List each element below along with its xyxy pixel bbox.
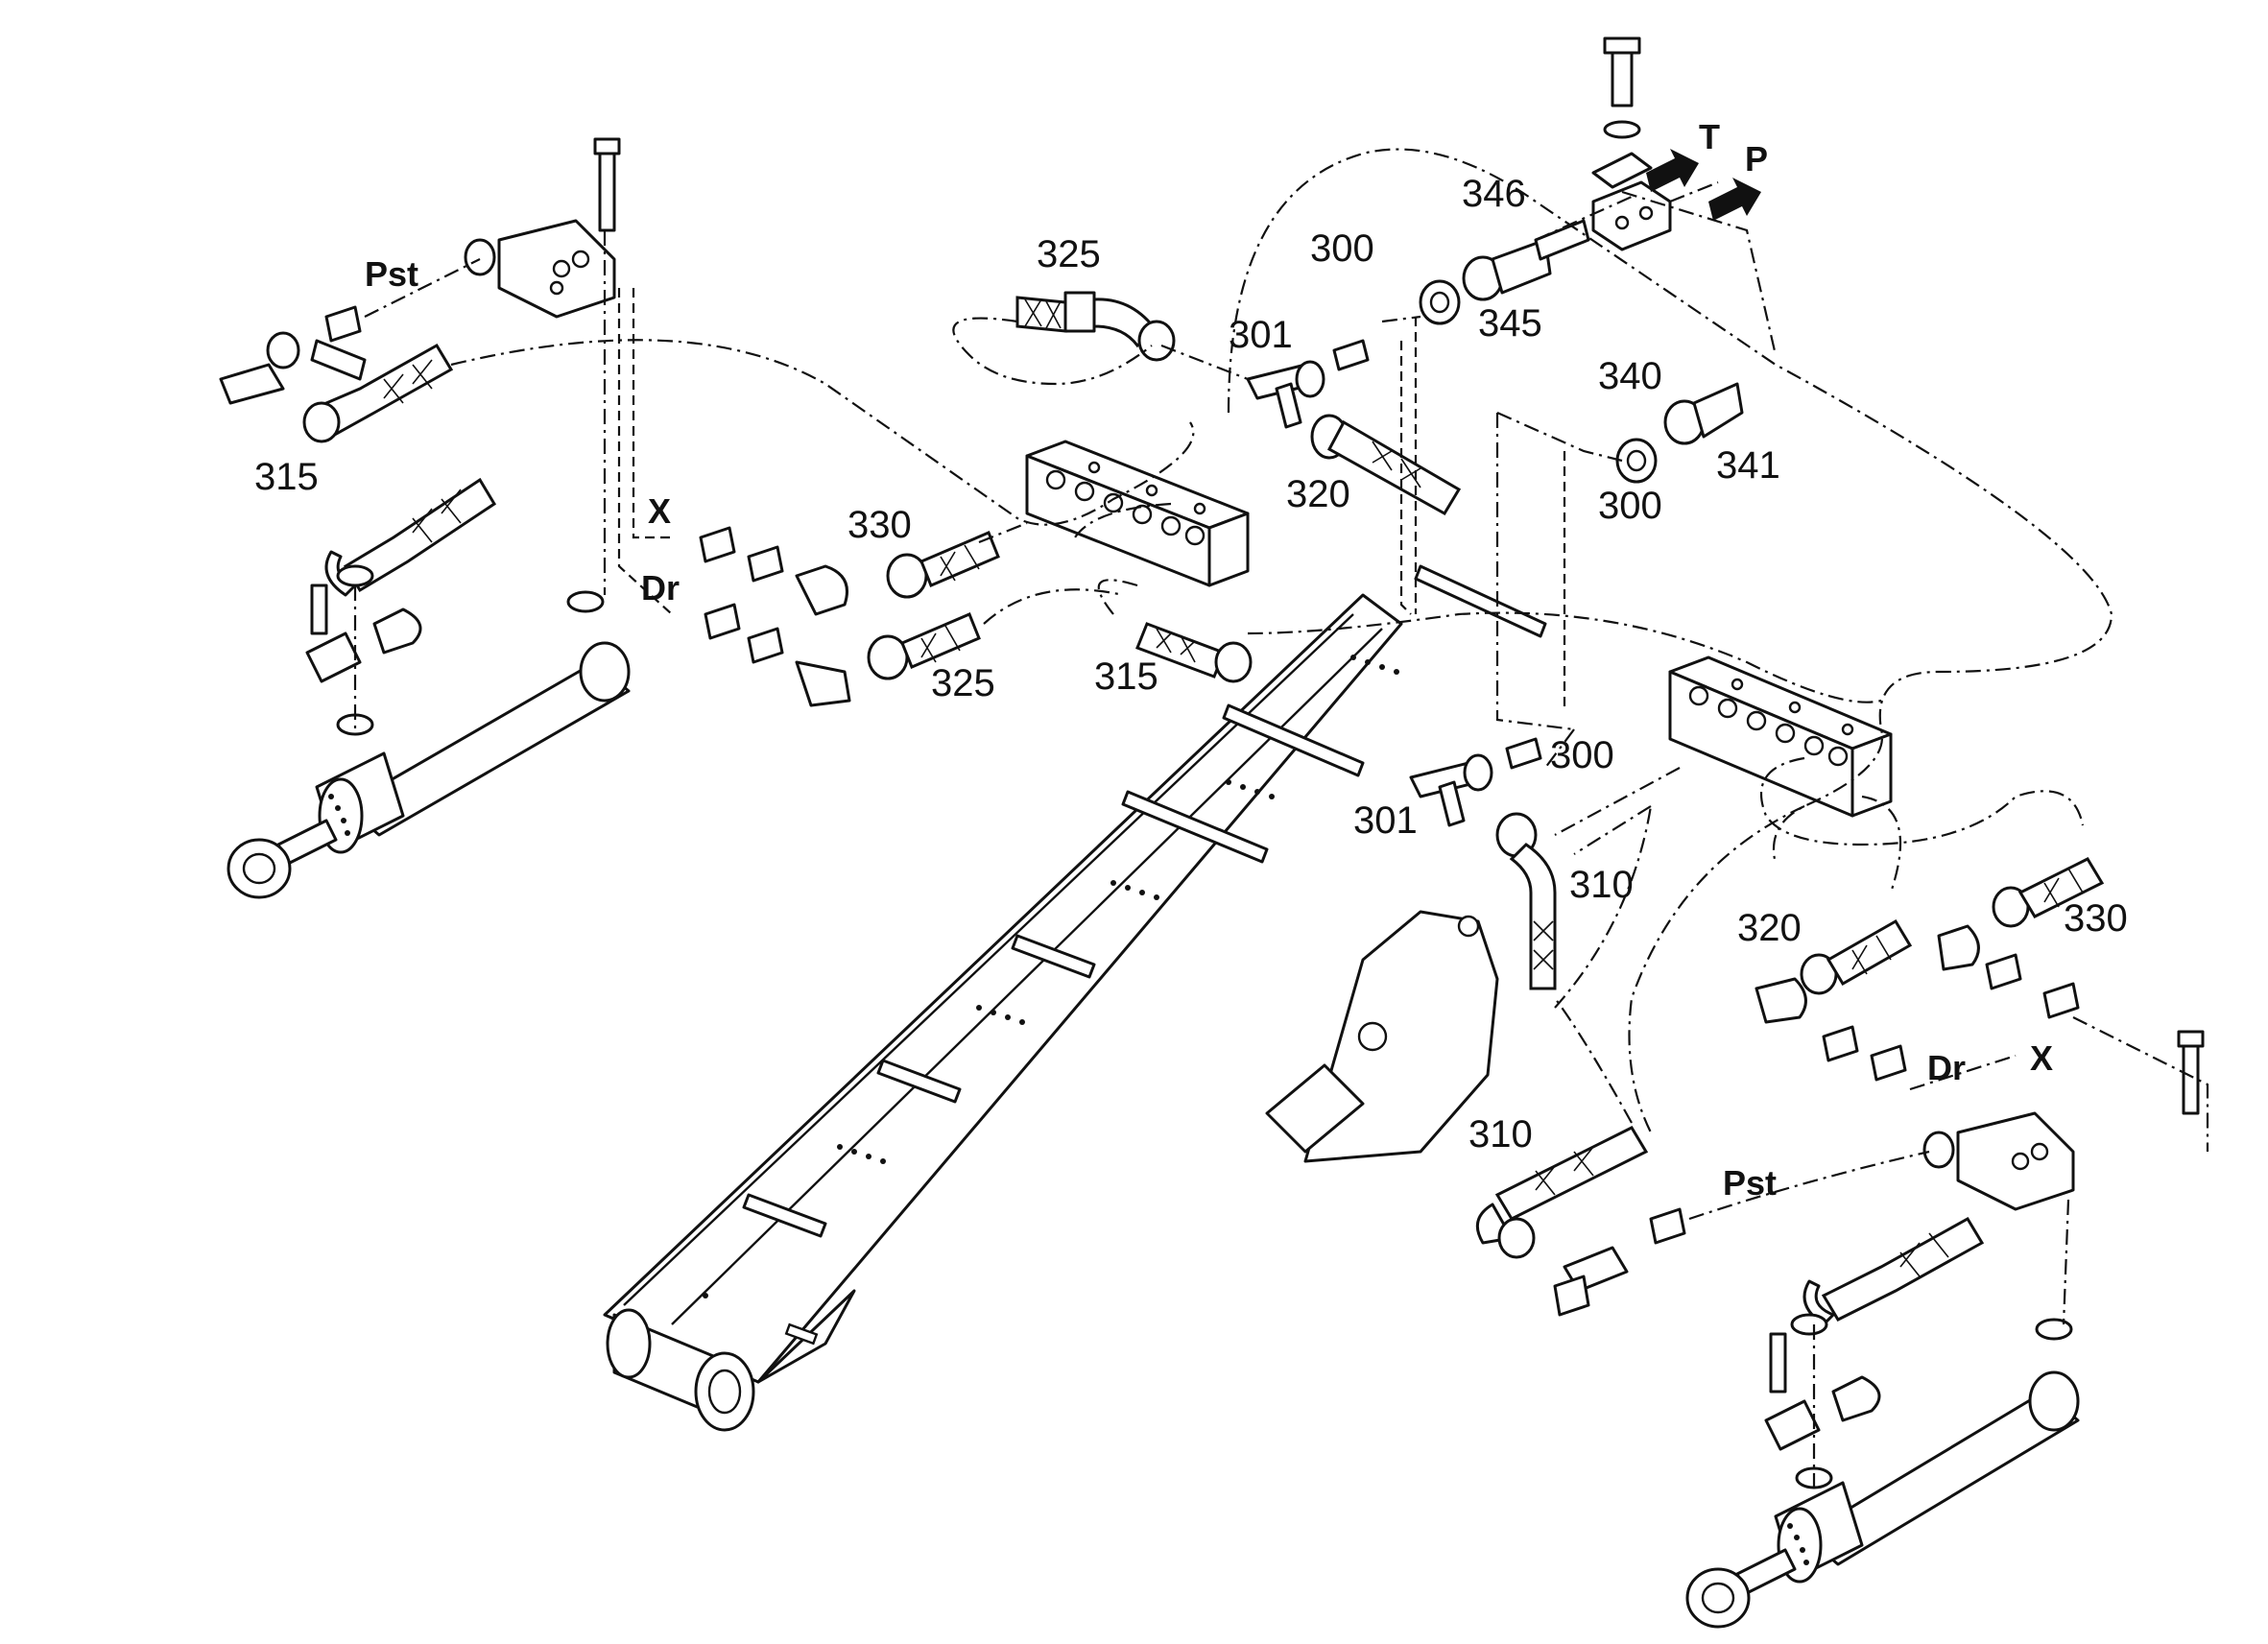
label-300-mid: 300 [1550, 734, 1614, 776]
label-310-lower: 310 [1468, 1113, 1533, 1156]
label-x-right: X [2030, 1038, 2053, 1078]
callout-labels: 325 300 346 301 345 340 341 300 320 315 … [254, 117, 2128, 1203]
boom-arm [603, 564, 1547, 1432]
hose-clamp-block-lower [1668, 655, 1893, 818]
label-pst-right: Pst [1723, 1163, 1777, 1203]
label-300-right: 300 [1598, 485, 1662, 527]
label-t-port: T [1699, 117, 1720, 156]
valve-block-left [464, 137, 621, 319]
label-300-upper: 300 [1310, 227, 1374, 270]
fittings [219, 219, 2080, 1489]
pipe-clamp-fitting [1591, 36, 1672, 251]
label-dr-right: Dr [1927, 1048, 1966, 1087]
hose-325-left [867, 612, 981, 680]
label-p-port: P [1745, 139, 1768, 179]
label-325-left: 325 [931, 662, 995, 704]
label-330-lower: 330 [2064, 897, 2128, 940]
label-320-upper: 320 [1286, 473, 1350, 515]
hydraulic-cylinder-left [227, 641, 631, 899]
label-pst-left: Pst [365, 254, 418, 294]
hose-310-mid [1495, 812, 1557, 990]
hose-330-left [886, 531, 1000, 599]
port-p-arrow [1708, 178, 1761, 221]
hose-320-lower [1800, 918, 1913, 995]
hydraulic-cylinder-right [1685, 1370, 2080, 1629]
hose-320-upper [1310, 414, 1462, 516]
boom-head-bracket [1265, 910, 1499, 1163]
label-341: 341 [1716, 444, 1780, 487]
label-x-left: X [648, 491, 671, 531]
label-315-left: 315 [254, 456, 319, 498]
label-310-mid: 310 [1569, 864, 1634, 906]
port-t-arrow [1646, 149, 1699, 192]
valve-block-right [1922, 1030, 2205, 1211]
label-315-mid: 315 [1094, 655, 1158, 698]
hose-315-mid [1135, 622, 1253, 683]
label-346: 346 [1462, 173, 1526, 215]
leader-lines [353, 148, 2209, 1488]
hose-310-lower [1475, 1126, 1649, 1259]
hose-clamp-block-upper [1025, 440, 1250, 587]
hose-330-lower [1992, 857, 2105, 928]
label-320-lower: 320 [1737, 907, 1802, 949]
hose-right-cylinder-feed [1802, 1216, 1985, 1326]
label-301-lower: 301 [1353, 799, 1418, 842]
label-301-upper: 301 [1229, 314, 1293, 356]
label-340: 340 [1598, 355, 1662, 397]
label-330-left: 330 [848, 504, 912, 546]
hose-315-left [302, 343, 454, 443]
hose-325-upper [1015, 291, 1176, 362]
label-dr-left: Dr [641, 568, 680, 608]
port-arrows [1646, 149, 1761, 221]
label-325-upper: 325 [1037, 233, 1101, 275]
label-345: 345 [1478, 302, 1542, 345]
